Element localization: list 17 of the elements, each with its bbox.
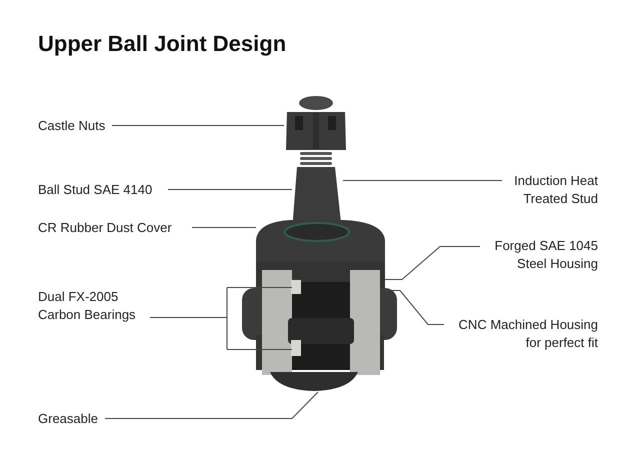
leader-line xyxy=(104,392,318,419)
leader-line xyxy=(384,290,444,325)
leader-line xyxy=(112,125,284,126)
callout-label: Forged SAE 1045 Steel Housing xyxy=(473,237,598,273)
title: Upper Ball Joint Design xyxy=(38,30,286,58)
callout-label: Dual FX-2005 Carbon Bearings xyxy=(38,288,163,324)
leader-line xyxy=(150,287,292,350)
callout-label: CR Rubber Dust Cover xyxy=(38,219,188,237)
leader-line xyxy=(342,180,502,181)
callout-label: CNC Machined Housing for perfect fit xyxy=(450,316,598,352)
leader-line xyxy=(168,189,292,190)
leader-line xyxy=(384,246,480,280)
callout-label: Castle Nuts xyxy=(38,117,128,135)
callout-label: Induction Heat Treated Stud xyxy=(488,172,598,208)
leader-line xyxy=(192,227,256,228)
callout-label: Greasable xyxy=(38,410,108,428)
callout-label: Ball Stud SAE 4140 xyxy=(38,181,178,199)
